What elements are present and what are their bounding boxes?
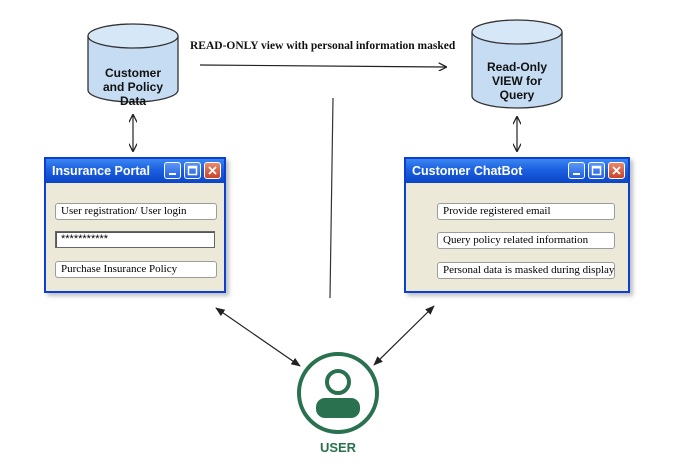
user-icon [297,352,379,434]
database-customer-policy [87,23,179,103]
minimize-icon [169,173,176,175]
maximize-icon [591,165,602,176]
user-label: USER [319,440,357,455]
separator-line [329,97,334,299]
password-field[interactable]: *********** [55,231,215,248]
chatbot-window: Customer ChatBot Provide registered emai… [404,157,630,293]
portal-user-arrow [215,307,301,367]
masked-data-notice: Personal data is masked during display [437,262,615,279]
policy-query-field[interactable]: Query policy related information [437,232,615,249]
maximize-button[interactable] [588,162,605,179]
flow-arrow [199,65,446,67]
minimize-button[interactable] [568,162,585,179]
chatbot-user-arrow [373,305,435,366]
registered-email-field[interactable]: Provide registered email [437,203,615,220]
chatbot-title: Customer ChatBot [412,164,523,178]
minimize-icon [573,173,580,175]
purchase-policy-button[interactable]: Purchase Insurance Policy [55,261,217,278]
minimize-button[interactable] [164,162,181,179]
chatbot-titlebar[interactable]: Customer ChatBot [406,159,628,183]
maximize-button[interactable] [184,162,201,179]
database-read-only-view [471,19,563,109]
login-field[interactable]: User registration/ User login [55,203,217,220]
database-label-source: Customer and Policy Data [102,66,164,108]
close-icon [208,166,217,175]
insurance-portal-title: Insurance Portal [52,164,150,178]
close-icon [612,166,621,175]
insurance-portal-window: Insurance Portal User registration/ User… [44,157,226,293]
close-button[interactable] [204,162,221,179]
maximize-icon [187,165,198,176]
flow-label: READ-ONLY view with personal information… [190,40,456,52]
close-button[interactable] [608,162,625,179]
database-label-view: Read-Only VIEW for Query [486,60,547,102]
insurance-portal-titlebar[interactable]: Insurance Portal [46,159,224,183]
